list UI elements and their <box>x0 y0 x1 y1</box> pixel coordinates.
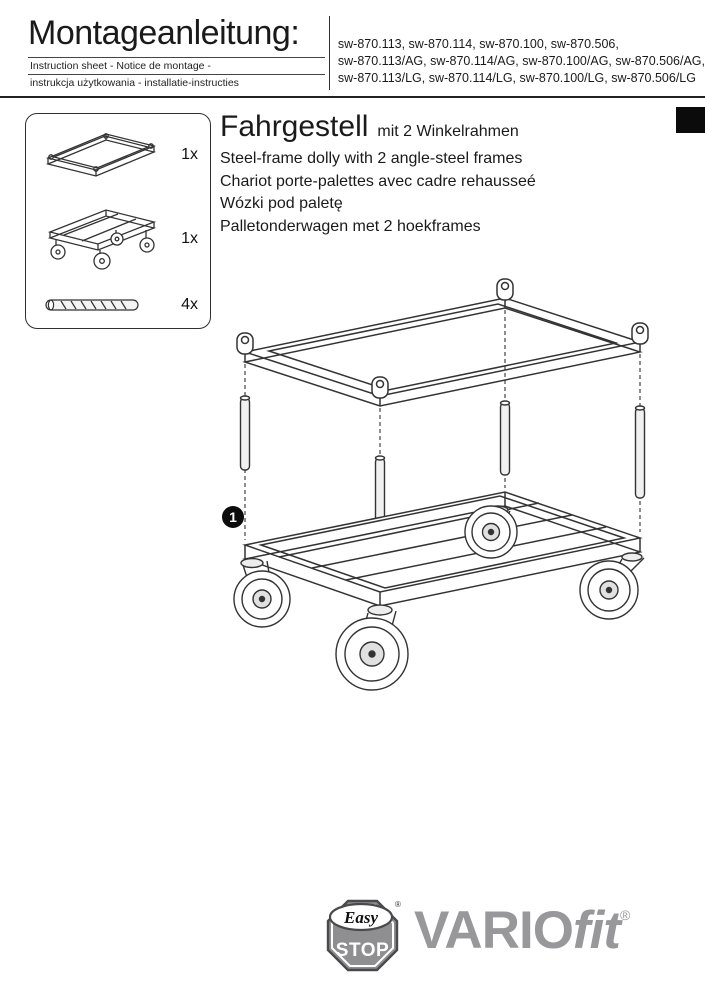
product-desc-en: Steel-frame dolly with 2 angle-steel fra… <box>220 150 523 167</box>
brand-name: VARIO <box>414 901 574 960</box>
article-numbers: sw-870.113, sw-870.114, sw-870.100, sw-8… <box>330 0 705 91</box>
easy-label: Easy <box>343 908 378 927</box>
spacer-tube-icon <box>45 299 139 311</box>
part-qty: 4x <box>181 296 198 313</box>
dolly-base-icon <box>47 209 157 270</box>
corner-lug <box>236 278 649 399</box>
page-corner-marker <box>676 107 705 133</box>
caster-front-left <box>233 557 291 628</box>
easystop-registered-mark: ® <box>395 900 401 909</box>
product-desc-pl: Wózki pod paletę <box>220 195 343 212</box>
header: Montageanleitung: Instruction sheet - No… <box>0 0 705 91</box>
part-row-spacer-tube: 4x <box>36 294 200 316</box>
stop-label: STOP <box>336 940 389 961</box>
footer: STOP Easy ® VARIOfit® <box>0 888 705 978</box>
step-number-badge: 1 <box>222 506 244 528</box>
top-angle-frame <box>236 278 649 407</box>
header-divider <box>328 16 330 90</box>
caster-right <box>579 552 645 620</box>
part-qty: 1x <box>181 146 198 163</box>
easystop-logo: STOP Easy ® <box>316 892 406 976</box>
article-line-3: sw-870.113/LG, sw-870.114/LG, sw-870.100… <box>337 71 696 85</box>
page-title: Montageanleitung: <box>28 14 300 52</box>
product-desc-nl: Palletonderwagen met 2 hoekframes <box>220 217 481 235</box>
header-subtitle-pl-nl: instrukcja użytkowania - installatie-ins… <box>28 74 325 91</box>
article-line-1: sw-870.113, sw-870.114, sw-870.100, sw-8… <box>337 37 619 51</box>
variofit-logo: VARIOfit® <box>414 900 630 961</box>
part-qty: 1x <box>181 230 198 247</box>
dolly-platform <box>242 491 643 607</box>
parts-box: 1x 1x <box>25 113 211 329</box>
product-subtitle: mit 2 Winkelrahmen <box>377 123 519 140</box>
part-row-angle-frame: 1x <box>36 126 200 184</box>
part-row-dolly-base: 1x <box>36 202 200 276</box>
assembly-diagram: 1 <box>200 270 680 715</box>
product-desc-fr: Chariot porte-palettes avec cadre rehaus… <box>220 172 536 190</box>
caster-back <box>464 505 518 559</box>
header-left: Montageanleitung: Instruction sheet - No… <box>28 0 325 91</box>
caster-wheels <box>233 505 645 691</box>
brand-suffix: fit <box>572 901 621 960</box>
header-subtitle-en-fr: Instruction sheet - Notice de montage - <box>28 57 325 74</box>
angle-frame-icon <box>45 133 157 177</box>
article-line-2: sw-870.113/AG, sw-870.114/AG, sw-870.100… <box>337 54 705 68</box>
brand-registered-mark: ® <box>619 907 631 923</box>
product-info: Fahrgestell mit 2 Winkelrahmen Steel-fra… <box>220 110 536 238</box>
caster-front-center <box>335 604 409 691</box>
header-rule <box>0 96 705 98</box>
stop-sign-icon: STOP Easy ® <box>326 899 401 972</box>
product-title: Fahrgestell <box>220 110 369 143</box>
main-assembly-illustration <box>233 278 649 691</box>
